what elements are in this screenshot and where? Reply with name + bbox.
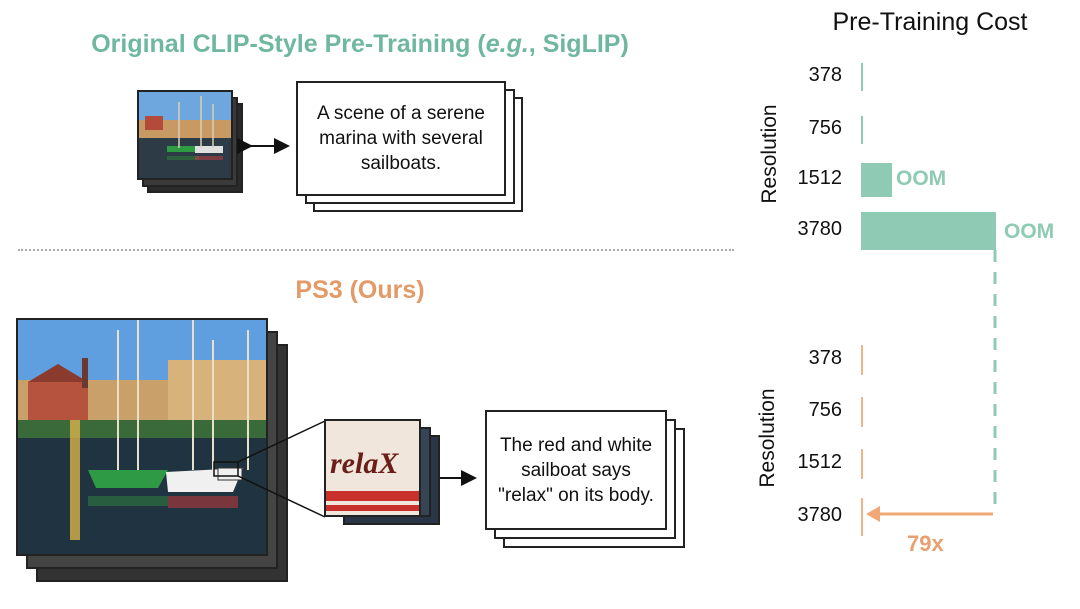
speedup-label: 79x: [907, 531, 944, 556]
top-bar-1512: [861, 163, 893, 197]
clip-title-part1: Original CLIP-Style Pre-Training (: [91, 30, 486, 58]
top-tick-1512: 1512: [797, 167, 843, 189]
clip-section-title: Original CLIP-Style Pre-Training (e.g., …: [0, 30, 720, 59]
marina-photo-small: [137, 90, 233, 180]
bottom-tick-3780: 3780: [797, 504, 843, 526]
oom-label-1512: OOM: [896, 167, 947, 190]
oom-label-3780: OOM: [1004, 220, 1055, 243]
top-tick-3780: 3780: [797, 218, 843, 240]
bottom-bar-1512: [861, 449, 863, 479]
top-tick-378: 378: [808, 64, 842, 86]
marina-photo-large: [16, 318, 268, 556]
resolution-axis-label-bottom: Resolution: [756, 388, 779, 488]
relax-crop-text: relaX: [330, 447, 399, 480]
top-bar-378: [861, 63, 863, 91]
bottom-bar-756: [861, 397, 863, 427]
bottom-bar-3780: [861, 498, 863, 536]
speedup-arrowhead: [866, 506, 880, 522]
top-tick-756: 756: [808, 117, 842, 139]
bottom-tick-1512: 1512: [797, 451, 843, 473]
top-bar-3780: [861, 212, 996, 250]
bottom-bar-378: [861, 345, 863, 375]
section-divider: [18, 249, 734, 251]
clip-caption-text: A scene of a serene marina with several …: [296, 81, 506, 196]
ps3-caption-text: The red and white sailboat says "relax" …: [485, 410, 667, 530]
bottom-tick-378: 378: [808, 347, 842, 369]
clip-title-part2: , SigLIP): [528, 30, 629, 58]
ps3-section-title: PS3 (Ours): [295, 276, 425, 304]
resolution-axis-label-top: Resolution: [758, 104, 781, 204]
clip-title-italic: e.g.: [485, 30, 529, 58]
cost-chart-title: Pre-Training Cost: [832, 8, 1028, 36]
bottom-tick-756: 756: [808, 399, 842, 421]
relax-crop-photo: relaX: [324, 419, 421, 517]
top-bar-756: [861, 116, 864, 144]
